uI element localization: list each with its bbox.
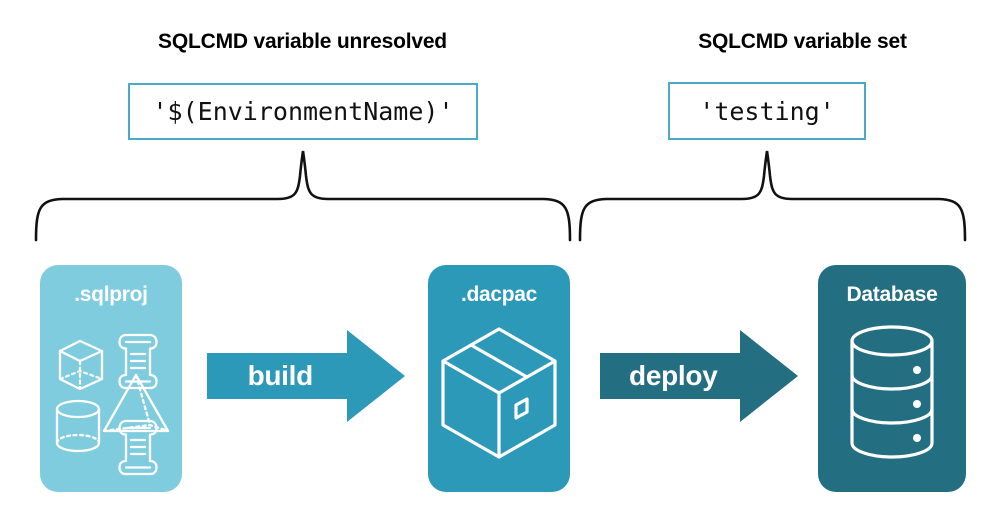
database-cylinder-icon	[850, 325, 934, 459]
artifact-box-dacpac: .dacpac	[428, 265, 570, 492]
arrow-build-shape	[207, 330, 405, 422]
artifact-label-database: Database	[846, 283, 938, 306]
section-heading-unresolved: SQLCMD variable unresolved	[158, 30, 447, 53]
artifact-box-database: Database	[818, 265, 966, 492]
artifact-label-sqlproj: .sqlproj	[74, 283, 148, 306]
artifact-label-dacpac: .dacpac	[460, 283, 538, 306]
curly-brace-right	[578, 150, 967, 242]
database-status-dots	[913, 366, 921, 442]
artifact-art-sqlproj	[40, 313, 182, 484]
artifact-art-dacpac	[428, 313, 570, 484]
section-heading-set: SQLCMD variable set	[698, 30, 907, 53]
sqlproj-object-icons	[55, 333, 170, 476]
arrow-build: build	[207, 330, 405, 422]
cylinder-icon	[55, 399, 101, 453]
variable-value-set: 'testing'	[699, 96, 835, 126]
curly-brace-left	[34, 150, 572, 242]
variable-value-box-set: 'testing'	[668, 82, 866, 140]
artifact-box-sqlproj: .sqlproj	[40, 265, 182, 492]
scroll-icon	[118, 419, 158, 476]
pyramid-icon	[102, 373, 170, 433]
artifact-art-database	[818, 313, 966, 484]
arrow-deploy-shape	[600, 330, 798, 422]
variable-value-box-unresolved: '$(EnvironmentName)'	[128, 83, 478, 140]
variable-value-unresolved: '$(EnvironmentName)'	[152, 97, 454, 126]
cube-icon	[58, 339, 104, 391]
arrow-deploy: deploy	[600, 330, 798, 422]
package-box-icon	[441, 327, 557, 459]
